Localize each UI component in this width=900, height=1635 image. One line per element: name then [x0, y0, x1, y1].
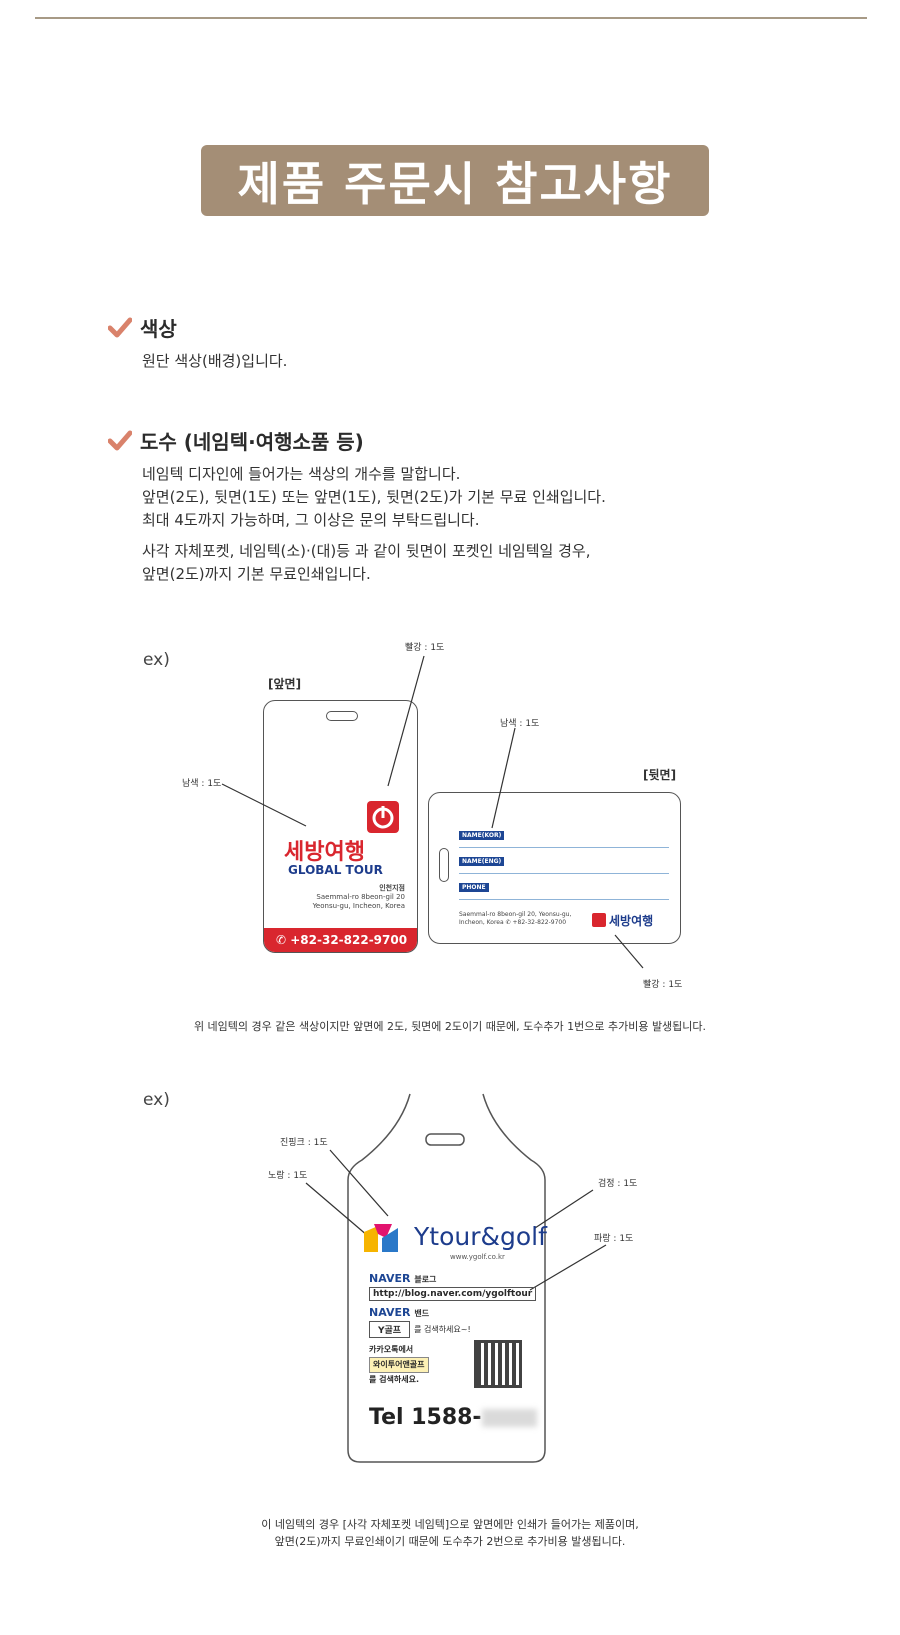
tel-number: Tel 1588- — [369, 1405, 482, 1430]
front-phone: +82-32-822-9700 — [290, 933, 408, 947]
section-heading: 도수 (네임텍·여행소품 등) — [140, 430, 364, 454]
ytour-url: www.ygolf.co.kr — [450, 1253, 505, 1261]
example1-caption: 위 네임텍의 경우 같은 색상이지만 앞면에 2도, 뒷면에 2도이기 때문에,… — [193, 1020, 707, 1033]
body-line: 앞면(2도)까지 기본 무료인쇄입니다. — [142, 565, 371, 583]
front-address: 인천지점 Saemmal-ro 8beon-gil 20 Yeonsu-gu, … — [313, 884, 405, 911]
kakao-line: 카카오톡에서 — [369, 1345, 414, 1354]
sebang-logo-icon — [367, 801, 399, 833]
annotation-yellow: 노랑 : 1도 — [268, 1171, 308, 1181]
front-phone-bar: ✆ +82-32-822-9700 — [264, 928, 417, 952]
front-label: [앞면] — [268, 677, 302, 691]
annotation-red-front: 빨강 : 1도 — [405, 643, 445, 653]
check-icon — [108, 430, 132, 450]
naver-sub: 블로그 — [414, 1275, 437, 1284]
band-box: Y골프 — [369, 1321, 411, 1338]
back-phone: +82-32-822-9700 — [512, 919, 567, 926]
front-logo-sub: GLOBAL TOUR — [288, 863, 383, 877]
sebang-logo-icon — [592, 913, 606, 927]
naver-sub: 밴드 — [414, 1309, 430, 1318]
annotation-blue: 파랑 : 1도 — [594, 1234, 634, 1244]
back-label: [뒷면] — [643, 768, 677, 782]
address-line: Yeonsu-gu, Incheon, Korea — [312, 902, 405, 910]
blog-url-box: http://blog.naver.com/ygolftour — [369, 1287, 537, 1301]
section-color-heading: 색상 — [108, 313, 177, 342]
phone-icon: ✆ — [276, 933, 291, 947]
caption-line: 앞면(2도)까지 무료인쇄이기 때문에 도수추가 2번으로 추가비용 발생됩니다… — [274, 1535, 626, 1548]
top-divider — [35, 17, 867, 19]
front-nametag: 세방여행 GLOBAL TOUR 인천지점 Saemmal-ro 8beon-g… — [263, 700, 418, 953]
back-address: Saemmal-ro 8beon-gil 20, Yeonsu-gu, Inch… — [459, 911, 572, 926]
band-text: 를 검색하세요~! — [414, 1325, 471, 1334]
naver-label: NAVER — [369, 1306, 411, 1319]
example2-label: ex) — [143, 1090, 170, 1110]
field-name-kor: NAME(KOR) — [459, 831, 505, 840]
front-logo-text: 세방여행 — [284, 840, 365, 865]
field-name-eng: NAME(ENG) — [459, 857, 505, 866]
section-color-body: 원단 색상(배경)입니다. — [142, 350, 287, 373]
kakao-block: 카카오톡에서 와이투어앤골프 를 검색하세요. — [369, 1343, 429, 1387]
annotation-navy-back: 남색 : 1도 — [500, 719, 540, 729]
check-icon — [108, 317, 132, 337]
naver-label: NAVER — [369, 1272, 411, 1285]
naver-blog: NAVER 블로그 — [369, 1272, 436, 1285]
page-title: 제품 주문시 참고사항 — [237, 156, 673, 211]
field-phone: PHONE — [459, 883, 489, 892]
address-line: Saemmal-ro 8beon-gil 20, Yeonsu-gu, — [459, 911, 572, 918]
caption-line: 이 네임텍의 경우 [사각 자체포켓 네임텍]으로 앞면에만 인쇄가 들어가는 … — [261, 1518, 639, 1531]
body-line: 최대 4도까지 가능하며, 그 이상은 문의 부탁드립니다. — [142, 511, 480, 529]
body-line: 사각 자체포켓, 네임텍(소)·(대)등 과 같이 뒷면이 포켓인 네임텍일 경… — [142, 542, 591, 560]
kakao-line: 를 검색하세요. — [369, 1375, 419, 1384]
address-line: Saemmal-ro 8beon-gil 20 — [316, 893, 405, 901]
section-dosu-body: 네임텍 디자인에 들어가는 색상의 개수를 말합니다. 앞면(2도), 뒷면(1… — [142, 463, 606, 586]
section-heading: 색상 — [140, 317, 177, 341]
band-search: Y골프 를 검색하세요~! — [369, 1321, 471, 1338]
field-line — [459, 899, 669, 900]
tag-slot — [326, 711, 358, 721]
section-dosu-heading: 도수 (네임텍·여행소품 등) — [108, 426, 364, 455]
example1-label: ex) — [143, 650, 170, 670]
field-line — [459, 847, 669, 848]
blurred-number — [481, 1409, 537, 1427]
back-nametag: NAME(KOR) NAME(ENG) PHONE Saemmal-ro 8be… — [428, 792, 681, 944]
body-line: 앞면(2도), 뒷면(1도) 또는 앞면(1도), 뒷면(2도)가 기본 무료 … — [142, 488, 606, 506]
body-line: 원단 색상(배경)입니다. — [142, 352, 288, 370]
body-line: 네임텍 디자인에 들어가는 색상의 개수를 말합니다. — [142, 465, 461, 483]
back-logo-text: 세방여행 — [609, 914, 654, 928]
qr-code-icon — [474, 1340, 522, 1388]
annotation-navy-front: 남색 : 1도 — [182, 779, 222, 789]
tag-slot — [439, 848, 449, 882]
field-line — [459, 873, 669, 874]
kakao-box: 와이투어앤골프 — [369, 1357, 429, 1373]
annotation-black: 검정 : 1도 — [598, 1179, 638, 1189]
ytour-logo-icon — [364, 1222, 402, 1254]
branch: 인천지점 — [379, 884, 405, 892]
ytour-logo-text: Ytour&golf — [414, 1222, 547, 1251]
title-banner: 제품 주문시 참고사항 — [201, 145, 709, 216]
tel-line: Tel 1588- — [369, 1405, 537, 1430]
annotation-pink: 진핑크 : 1도 — [280, 1138, 328, 1148]
annotation-red-back: 빨강 : 1도 — [643, 980, 683, 990]
example2-caption: 이 네임텍의 경우 [사각 자체포켓 네임텍]으로 앞면에만 인쇄가 들어가는 … — [0, 1516, 900, 1550]
naver-band: NAVER 밴드 — [369, 1306, 429, 1319]
address-line: Incheon, Korea — [459, 919, 504, 926]
